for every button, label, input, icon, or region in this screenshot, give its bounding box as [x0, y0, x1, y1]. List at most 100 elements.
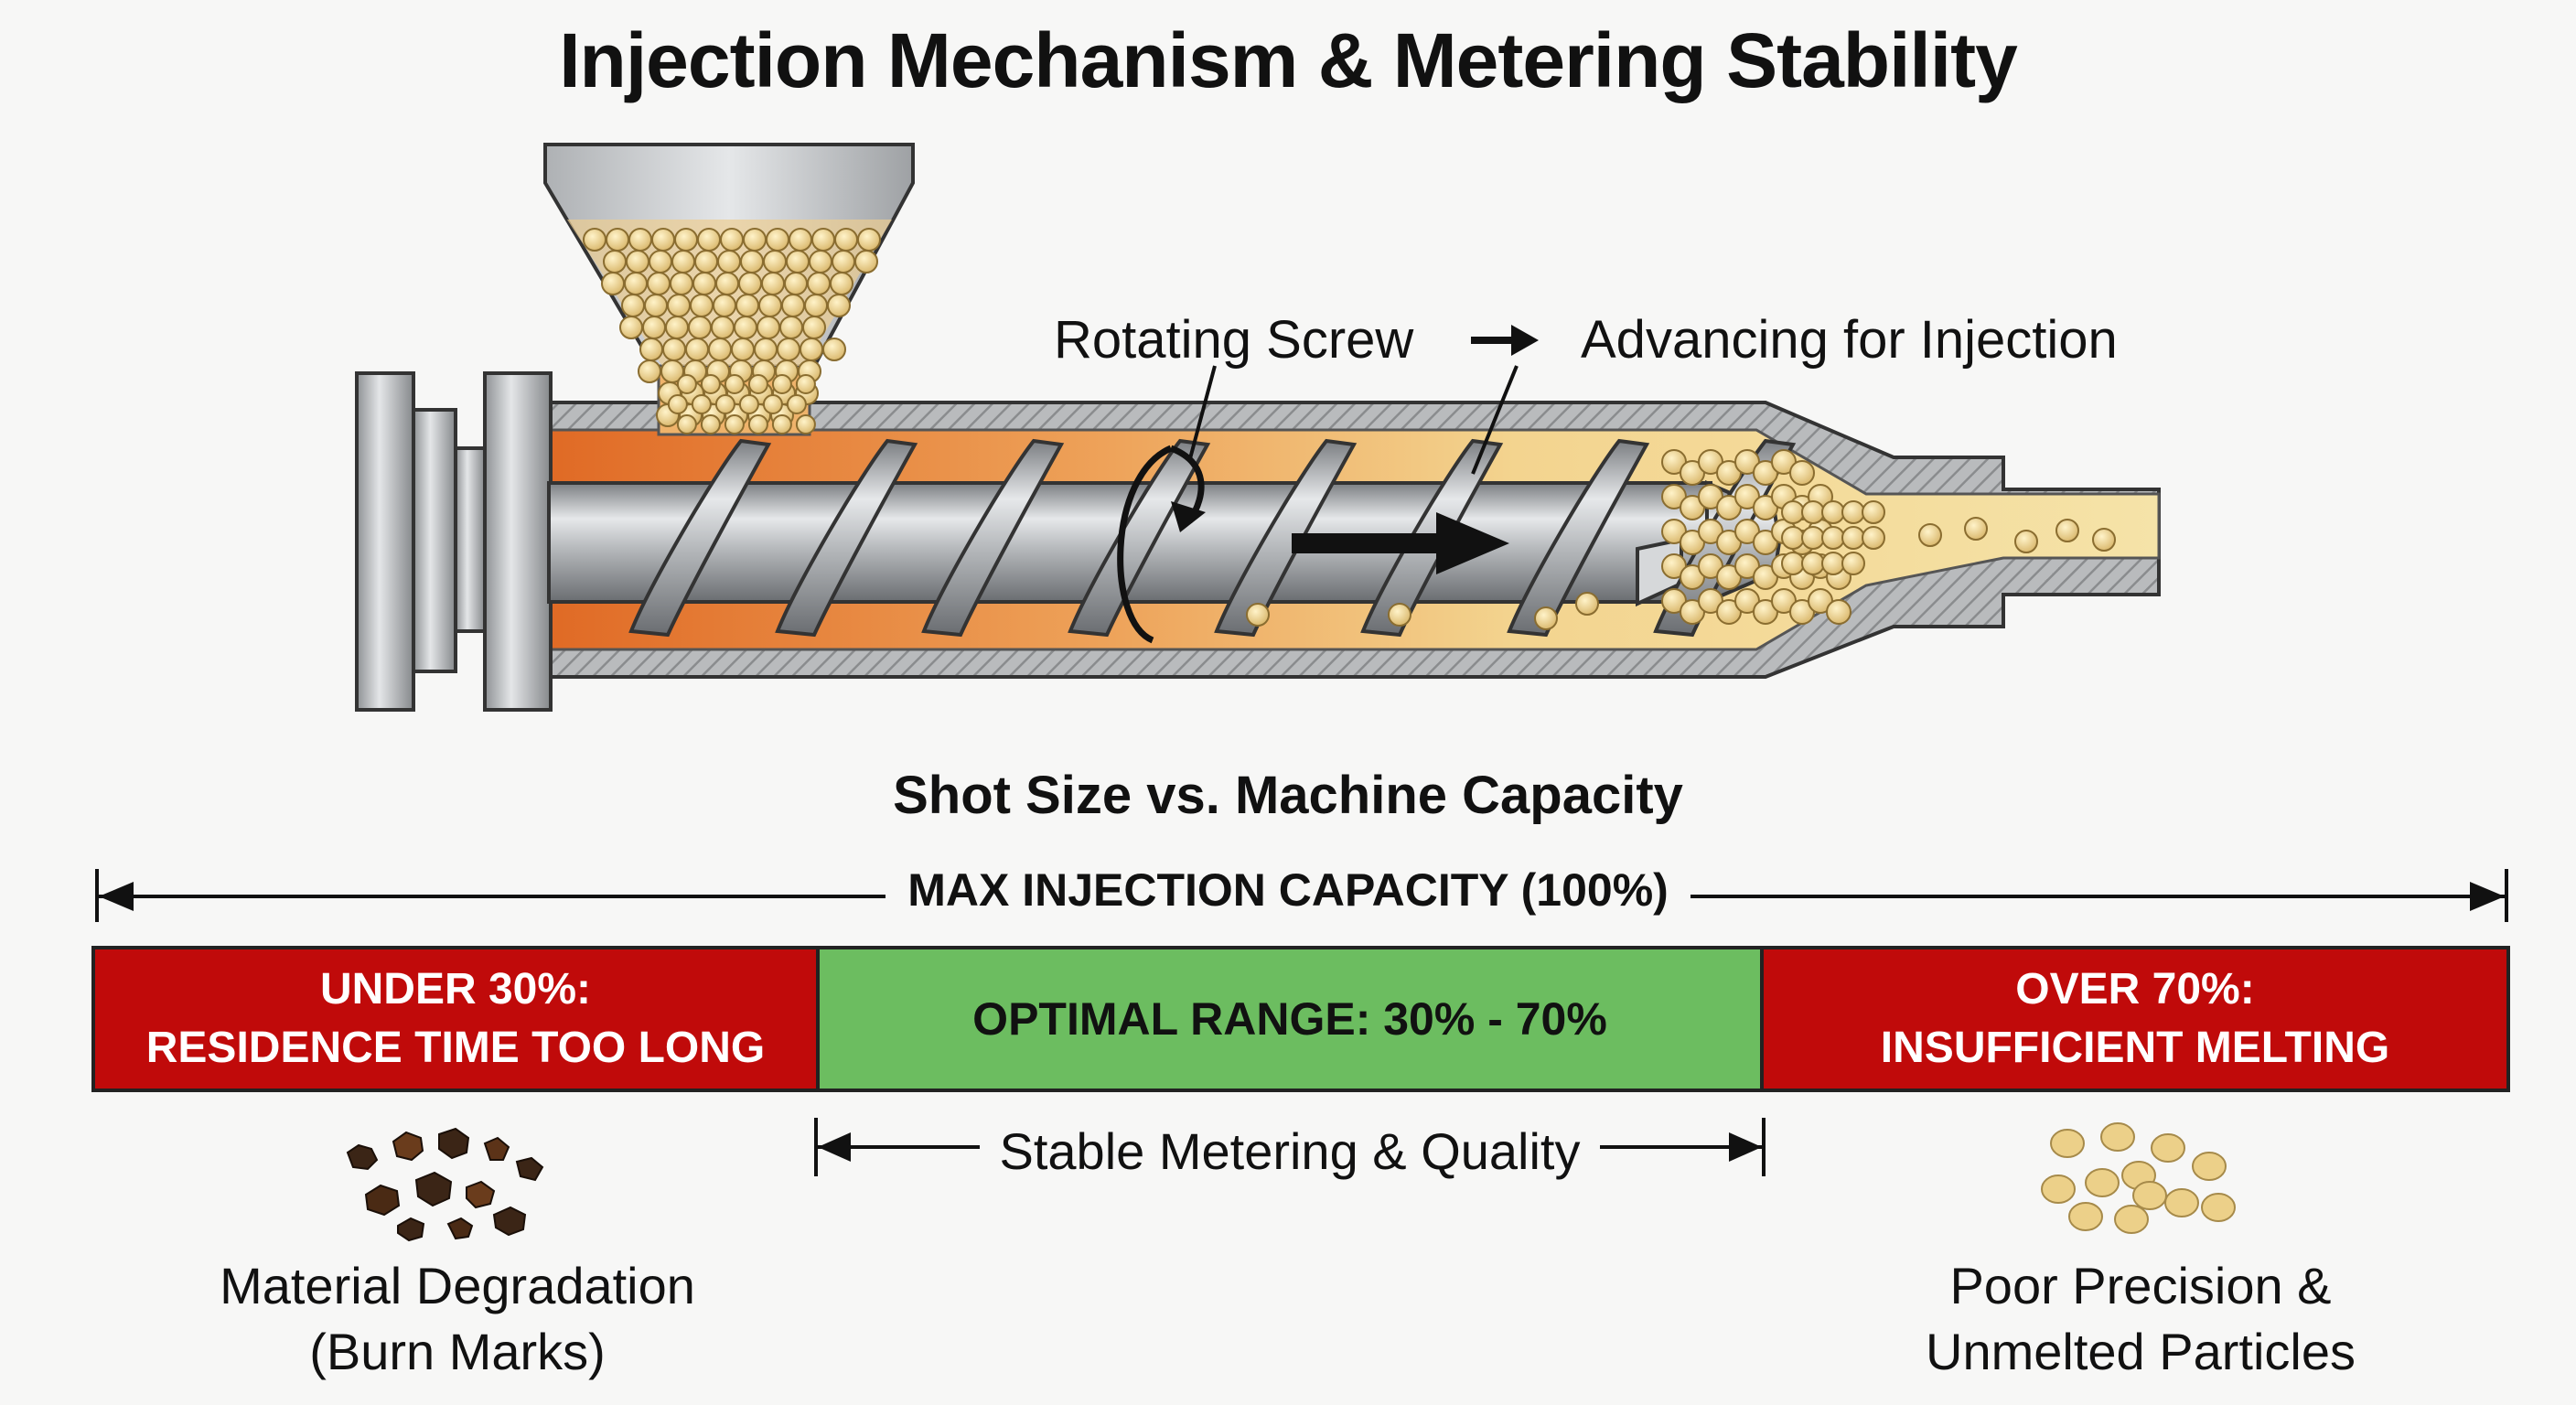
- pellet: [1826, 599, 1852, 625]
- segment-optimal-title: OPTIMAL RANGE: 30% - 70%: [972, 993, 1607, 1045]
- page-title: Injection Mechanism & Metering Stability: [559, 17, 2018, 103]
- pellet: [2041, 1174, 2076, 1204]
- pellet: [754, 338, 778, 361]
- pellet: [667, 294, 691, 317]
- caption-poor-precision: Poor Precision & Unmelted Particles: [1848, 1253, 2433, 1385]
- pellet: [667, 394, 688, 414]
- unmelted-particles-icon: [2041, 1122, 2236, 1234]
- pellet: [1789, 460, 1815, 486]
- caption-degradation: Material Degradation (Burn Marks): [156, 1253, 759, 1385]
- pellet: [717, 250, 741, 273]
- pellet: [639, 338, 663, 361]
- pellet: [638, 359, 661, 383]
- pellet: [1781, 552, 1805, 575]
- pellet: [763, 250, 787, 273]
- segment-under-30-desc: RESIDENCE TIME TOO LONG: [145, 1024, 766, 1072]
- pellet: [1821, 500, 1845, 524]
- pellet: [649, 250, 672, 273]
- pellet: [670, 272, 693, 295]
- pellet: [834, 228, 858, 252]
- pellet: [827, 294, 851, 317]
- label-rotating-screw: Rotating Screw: [1054, 310, 1414, 370]
- pellet: [1575, 592, 1599, 616]
- caption-poor-precision-line1: Poor Precision &: [1949, 1257, 2332, 1314]
- screw-flight: [628, 438, 772, 638]
- screw-flight: [1507, 438, 1650, 638]
- injection-unit-diagram: [355, 143, 2161, 712]
- segment-over-70: OVER 70%: INSUFFICIENT MELTING: [1760, 946, 2510, 1092]
- pellet: [2164, 1188, 2199, 1217]
- pellet: [713, 294, 736, 317]
- pellet: [700, 374, 721, 394]
- pellet: [2014, 530, 2038, 553]
- caption-degradation-line1: Material Degradation: [220, 1257, 695, 1314]
- pellet: [735, 294, 759, 317]
- pellet: [1801, 526, 1825, 550]
- pellet: [606, 228, 629, 252]
- pellet: [1841, 500, 1865, 524]
- pellet: [651, 228, 675, 252]
- pellet: [2055, 519, 2079, 542]
- pellet: [786, 250, 810, 273]
- pellet: [694, 250, 718, 273]
- screw-flight: [1068, 438, 1211, 638]
- pellet: [2132, 1181, 2167, 1210]
- caption-poor-precision-line2: Unmelted Particles: [1926, 1323, 2356, 1380]
- pellet: [708, 338, 732, 361]
- pellet: [1821, 552, 1845, 575]
- pellet: [857, 228, 881, 252]
- pellet: [2100, 1122, 2135, 1152]
- segment-under-30-title: UNDER 30%:: [319, 965, 592, 1014]
- pellet: [771, 414, 792, 434]
- pellet: [715, 272, 739, 295]
- burn-marks-icon: [346, 1127, 544, 1242]
- pellet: [809, 250, 832, 273]
- pellet: [601, 272, 625, 295]
- pellet: [734, 316, 757, 339]
- pellet: [714, 394, 735, 414]
- pellet: [720, 228, 744, 252]
- hopper: [543, 143, 915, 436]
- pellet: [624, 272, 648, 295]
- stable-metering-label: Stable Metering & Quality: [979, 1122, 1601, 1180]
- screw: [547, 438, 1797, 638]
- rotation-arrow-icon: [1117, 445, 1206, 644]
- pellet: [662, 338, 686, 361]
- pellet: [762, 394, 783, 414]
- pellet: [2085, 1168, 2120, 1197]
- pellet: [2151, 1133, 2185, 1163]
- pellet: [690, 294, 714, 317]
- caption-degradation-line2: (Burn Marks): [309, 1323, 606, 1380]
- screw-flight: [1214, 438, 1358, 638]
- pellet: [757, 316, 780, 339]
- pellet: [1862, 526, 1885, 550]
- pellet: [711, 316, 735, 339]
- pellet: [692, 272, 716, 295]
- pellet: [832, 250, 855, 273]
- pellet: [800, 338, 823, 361]
- pellet: [1841, 552, 1865, 575]
- pellet: [781, 294, 805, 317]
- pellet: [724, 414, 745, 434]
- pellet: [603, 250, 627, 273]
- pellet: [779, 316, 803, 339]
- pellet: [619, 316, 643, 339]
- pellet: [2192, 1152, 2227, 1181]
- pellet: [1534, 606, 1558, 630]
- pellet: [804, 294, 828, 317]
- pellet: [738, 394, 759, 414]
- pellet: [747, 414, 768, 434]
- pellet: [822, 338, 846, 361]
- pellet: [2092, 528, 2116, 552]
- pellet: [626, 250, 649, 273]
- pellet: [761, 272, 785, 295]
- pellet: [854, 250, 878, 273]
- label-advancing-injection: Advancing for Injection: [1581, 310, 2118, 370]
- pellet: [786, 394, 807, 414]
- chart-subtitle: Shot Size vs. Machine Capacity: [893, 766, 1683, 825]
- pellet: [665, 316, 689, 339]
- pellet: [724, 374, 745, 394]
- pellet: [671, 250, 695, 273]
- pellet: [1801, 552, 1825, 575]
- pellet: [731, 338, 755, 361]
